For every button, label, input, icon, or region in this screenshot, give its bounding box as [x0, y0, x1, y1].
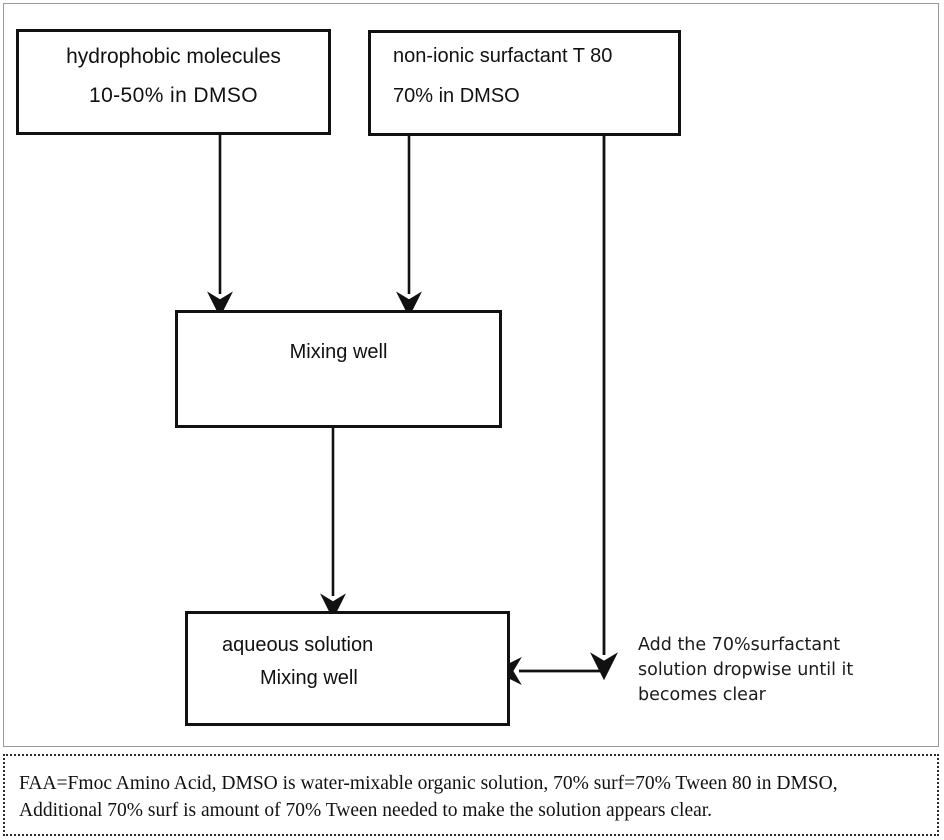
node-surfactant-line2: 70% in DMSO: [393, 85, 520, 107]
node-hydrophobic-line2: 10-50% in DMSO: [89, 84, 258, 107]
node-mixing-well[interactable]: Mixing well: [175, 310, 502, 428]
arrow-surfactant-dropwise-elbow: [493, 134, 618, 685]
node-surfactant-line1: non-ionic surfactant T 80: [393, 45, 613, 67]
node-hydrophobic-molecules[interactable]: hydrophobic molecules 10-50% in DMSO: [16, 29, 331, 135]
node-aqueous-line1: aqueous solution: [222, 634, 374, 656]
annotation-add-surfactant-dropwise: Add the 70%surfactant solution dropwise …: [638, 635, 854, 705]
caption-box: FAA=Fmoc Amino Acid, DMSO is water-mixab…: [3, 754, 939, 836]
node-nonionic-surfactant[interactable]: non-ionic surfactant T 80 70% in DMSO: [368, 30, 681, 136]
caption-text: FAA=Fmoc Amino Acid, DMSO is water-mixab…: [19, 773, 838, 821]
diagram-panel: hydrophobic molecules 10-50% in DMSO non…: [3, 3, 939, 747]
node-hydrophobic-line1: hydrophobic molecules: [66, 45, 281, 68]
node-mixing-well-line1: Mixing well: [289, 341, 388, 363]
node-aqueous-line2: Mixing well: [260, 667, 358, 689]
node-aqueous-solution[interactable]: aqueous solution Mixing well: [185, 611, 510, 726]
